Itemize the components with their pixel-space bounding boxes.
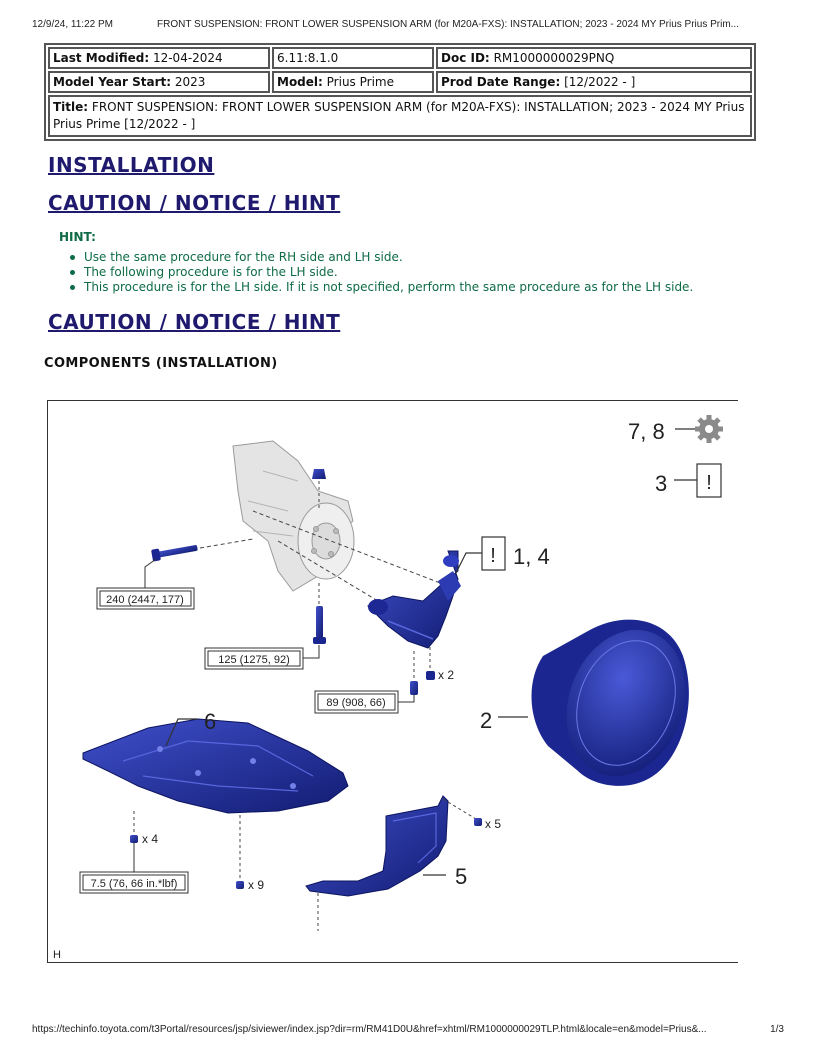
notice-icon: [696, 463, 722, 498]
torque-front-value: 240 (2447, 177): [106, 594, 184, 606]
tire: [531, 619, 689, 786]
torque-rear-bolt: 89 (908, 66): [314, 690, 399, 714]
components-heading: COMPONENTS (INSTALLATION): [44, 356, 278, 371]
torque-cover-screw: 7.5 (76, 66 in.*lbf): [79, 871, 189, 894]
shield-screw-dash: [442, 798, 477, 820]
last-modified-cell: Last Modified: 12-04-2024: [48, 47, 270, 69]
version-cell: 6.11:8.1.0: [272, 47, 434, 69]
hint-item: This procedure is for the LH side. If it…: [68, 280, 693, 295]
hint-list: Use the same procedure for the RH side a…: [68, 250, 693, 295]
gear-ref-label: 7, 8: [628, 419, 665, 444]
arm-ref-label: 1, 4: [513, 544, 550, 569]
torque-front-bolt: 240 (2447, 177): [96, 587, 195, 610]
cover-front-qty: x 4: [142, 832, 158, 846]
gear-icon: [695, 415, 723, 443]
cover-leader: [165, 718, 198, 747]
components-illustration: 7, 8 3 !: [47, 400, 738, 963]
caution-heading-2[interactable]: CAUTION / NOTICE / HINT: [48, 310, 341, 334]
torque-rear-value: 89 (908, 66): [326, 697, 385, 709]
cover-ref-label: 6: [204, 709, 216, 734]
figure-corner-label: H: [53, 949, 61, 961]
notice-symbol: !: [706, 472, 712, 494]
model-cell: Model: Prius Prime: [272, 71, 434, 93]
front-bolt-dash: [199, 538, 254, 549]
cover-screw-front: [130, 835, 138, 843]
lower-suspension-arm: [367, 550, 461, 649]
shield-qty: x 5: [485, 817, 501, 831]
title-cell: Title: FRONT SUSPENSION: FRONT LOWER SUS…: [48, 95, 752, 137]
caution-heading-1[interactable]: CAUTION / NOTICE / HINT: [48, 191, 341, 215]
hint-item: Use the same procedure for the RH side a…: [68, 250, 693, 265]
engine-under-cover: [82, 718, 349, 814]
cover-screw-bottom: [236, 881, 244, 889]
torque-cover-value: 7.5 (76, 66 in.*lbf): [91, 878, 178, 890]
steering-knuckle: [232, 440, 355, 592]
assembly-dash-2: [277, 540, 379, 602]
doc-id-cell: Doc ID: RM1000000029PNQ: [436, 47, 752, 69]
torque-vertical-bolt: 125 (1275, 92): [204, 647, 304, 670]
page-number: 1/3: [770, 1024, 784, 1035]
tire-ref-label: 2: [480, 708, 492, 733]
installation-heading[interactable]: INSTALLATION: [48, 153, 215, 177]
rear-bolt: [410, 681, 418, 695]
splash-shield: [305, 795, 449, 897]
print-url: https://techinfo.toyota.com/t3Portal/res…: [32, 1024, 707, 1035]
prod-date-cell: Prod Date Range: [12/2022 - ]: [436, 71, 752, 93]
rear-nut: [426, 671, 435, 680]
print-doc-title: FRONT SUSPENSION: FRONT LOWER SUSPENSION…: [157, 19, 739, 30]
document-meta-table: Last Modified: 12-04-2024 6.11:8.1.0 Doc…: [44, 43, 756, 141]
print-header: 12/9/24, 11:22 PM FRONT SUSPENSION: FRONT…: [32, 19, 792, 30]
rear-bolts-qty: x 2: [438, 668, 454, 682]
knuckle-nut: [312, 469, 326, 479]
illustration-svg: 7, 8 3 !: [53, 415, 723, 961]
torque-vertical-leader: [303, 645, 320, 659]
torque-rear-leader: [398, 695, 415, 703]
torque-vertical-value: 125 (1275, 92): [218, 654, 290, 666]
model-year-cell: Model Year Start: 2023: [48, 71, 270, 93]
hint-label: HINT:: [59, 230, 96, 244]
print-timestamp: 12/9/24, 11:22 PM: [32, 19, 113, 30]
notice-ref-label: 3: [655, 471, 667, 496]
shield-ref-label: 5: [455, 864, 467, 889]
vertical-bolt: [313, 606, 326, 644]
print-footer: https://techinfo.toyota.com/t3Portal/res…: [32, 1024, 784, 1035]
torque-front-leader: [144, 558, 157, 588]
cover-bottom-qty: x 9: [248, 878, 264, 892]
hint-item: The following procedure is for the LH si…: [68, 265, 693, 280]
shield-screw: [474, 818, 482, 826]
front-bolt: [151, 545, 198, 562]
arm-notice-symbol: !: [490, 545, 496, 567]
arm-leader: [455, 552, 482, 574]
